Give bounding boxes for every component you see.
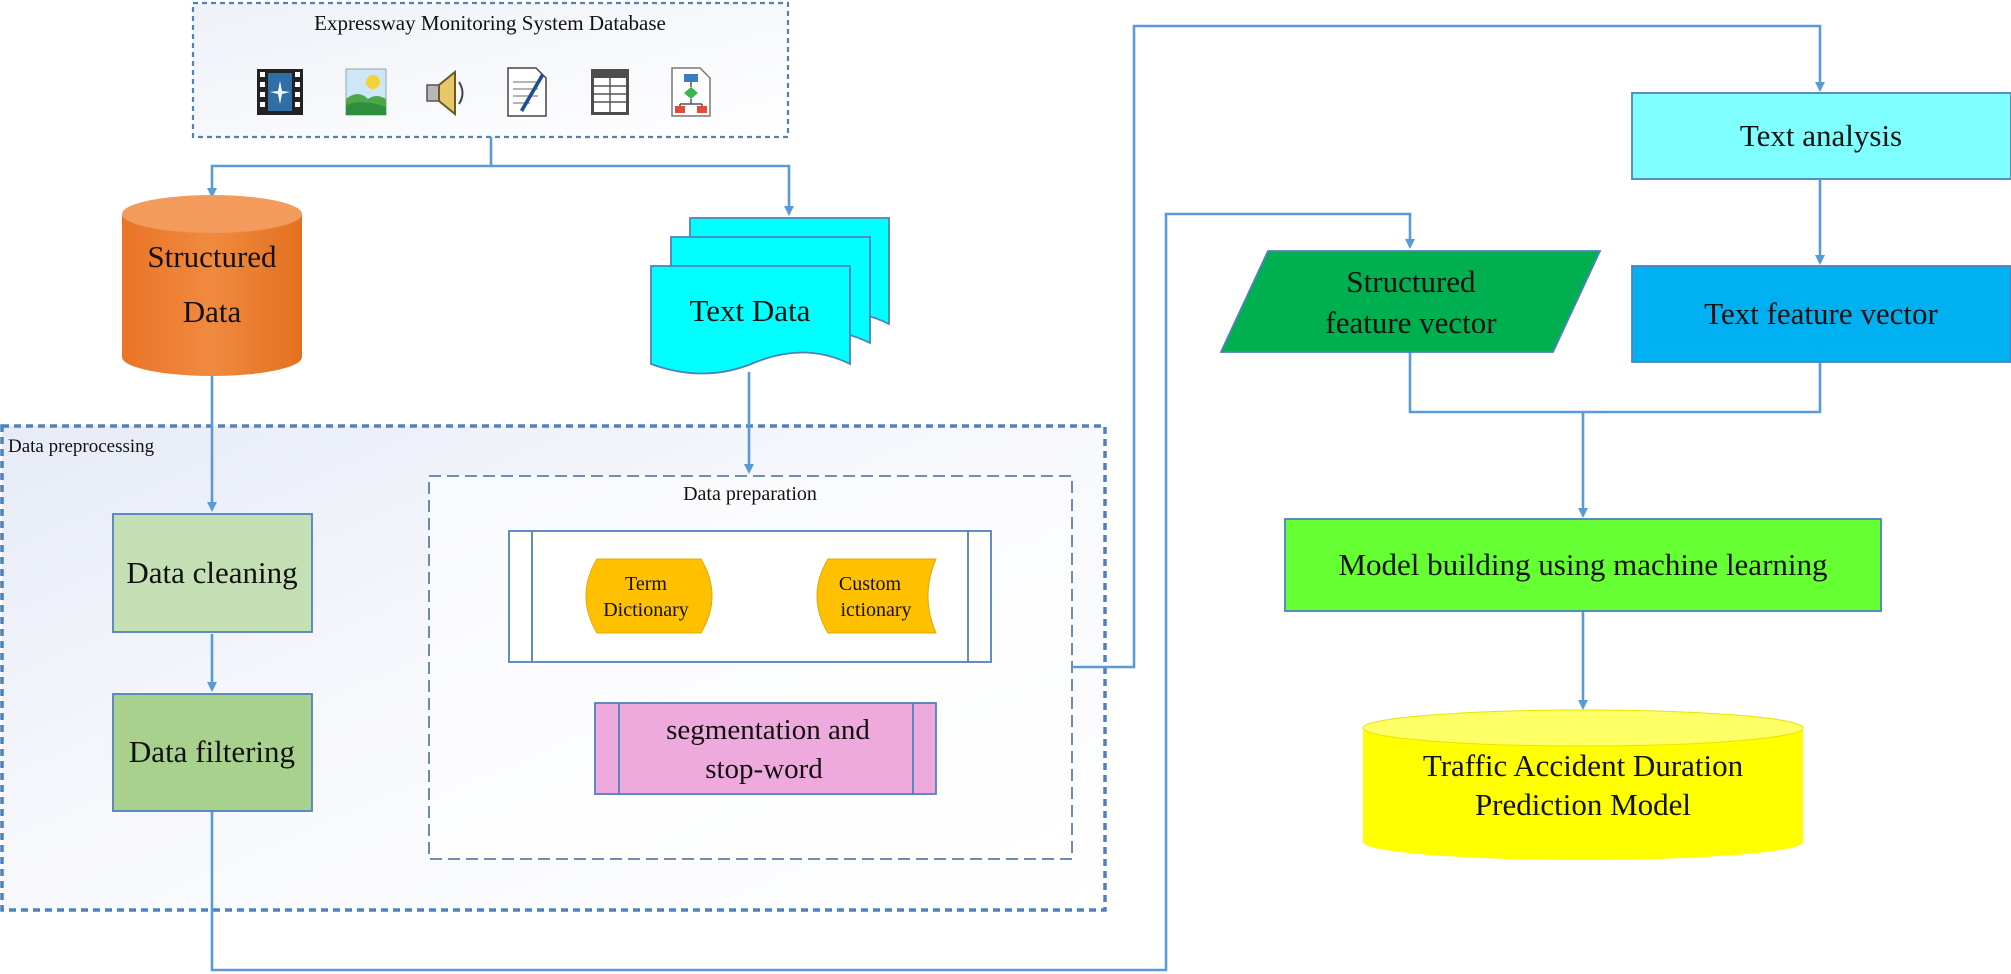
- video-icon: [257, 69, 303, 115]
- data-cleaning-label: Data cleaning: [126, 555, 297, 590]
- database-title: Expressway Monitoring System Database: [314, 11, 666, 35]
- text-analysis-box: Text analysis: [1631, 92, 2011, 180]
- custom-dictionary-storage: Custom ictionary: [816, 558, 937, 634]
- model-building-box: Model building using machine learning: [1284, 518, 1882, 612]
- text-data-documents: Text Data: [650, 217, 890, 375]
- segmentation-label-line1: segmentation and: [666, 714, 870, 746]
- structured-feature-vector-line2: feature vector: [1325, 305, 1497, 340]
- image-icon: [345, 68, 387, 116]
- text-analysis-label: Text analysis: [1740, 118, 1902, 153]
- text-feature-vector-box: Text feature vector: [1631, 265, 2011, 363]
- connector-database-split: [207, 137, 493, 198]
- audio-icon: [426, 69, 464, 117]
- connector-filtering-to-structured-vector: [210, 212, 1415, 972]
- connector-preparation-to-text-analysis: [1072, 24, 1825, 669]
- document-icon: [507, 67, 547, 117]
- data-filtering-box: Data filtering: [112, 693, 313, 812]
- segmentation-process-box: segmentation and stop-word: [594, 702, 937, 795]
- data-filtering-label: Data filtering: [129, 734, 295, 769]
- flowchart-icon: [671, 67, 711, 117]
- text-data-label: Text Data: [690, 293, 811, 328]
- data-cleaning-box: Data cleaning: [112, 513, 313, 633]
- model-building-label: Model building using machine learning: [1338, 547, 1827, 582]
- term-dictionary-storage: Term Dictionary: [585, 558, 713, 634]
- prediction-model-line2: Prediction Model: [1475, 787, 1691, 822]
- term-dictionary-line1: Term: [625, 573, 667, 595]
- data-preprocessing-label: Data preprocessing: [8, 436, 155, 457]
- structured-data-label-line2: Data: [183, 294, 242, 329]
- connector-to-text-data: [491, 164, 794, 216]
- connector-vectors-to-model: [1408, 352, 1822, 516]
- prediction-model-cylinder: Traffic Accident Duration Prediction Mod…: [1362, 709, 1804, 860]
- segmentation-label-line2: stop-word: [705, 753, 823, 785]
- data-preparation-label: Data preparation: [683, 483, 817, 505]
- structured-feature-vector-line1: Structured: [1346, 264, 1476, 299]
- term-dictionary-line2: Dictionary: [603, 599, 689, 621]
- structured-data-label-line1: Structured: [147, 239, 277, 274]
- custom-dictionary-line1: Custom: [839, 573, 902, 595]
- text-feature-vector-label: Text feature vector: [1704, 296, 1938, 331]
- prediction-model-line1: Traffic Accident Duration: [1423, 748, 1744, 783]
- connectors: [207, 24, 1825, 972]
- structured-feature-vector-box: Structured feature vector: [1219, 250, 1602, 353]
- table-icon: [591, 69, 629, 115]
- custom-dictionary-line2: ictionary: [840, 599, 911, 621]
- structured-data-cylinder: Structured Data: [122, 195, 302, 376]
